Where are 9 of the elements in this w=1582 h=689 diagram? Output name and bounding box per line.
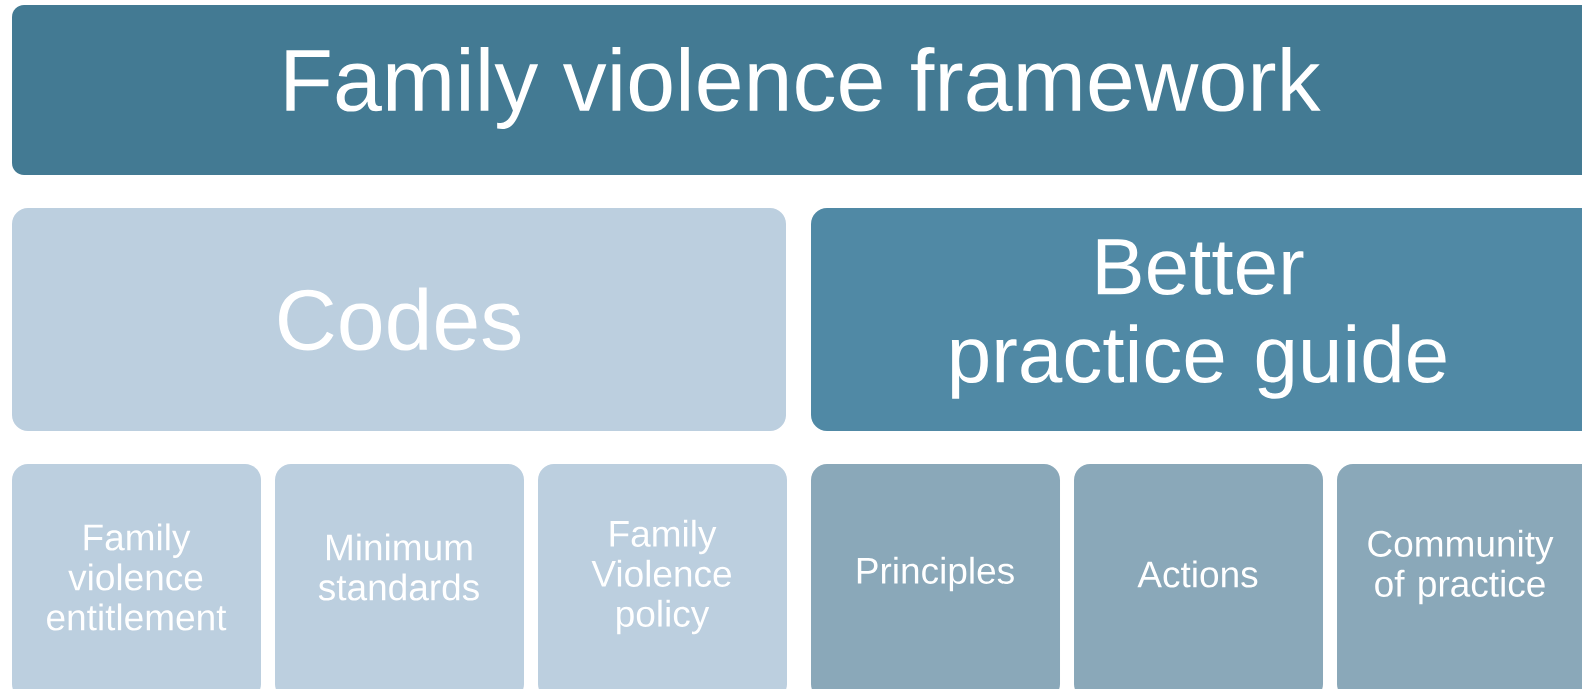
- heading-box: Better practice guide: [811, 208, 1582, 431]
- item-box: Family Violence policy: [538, 464, 787, 689]
- item-box: Minimum standards: [275, 464, 524, 689]
- item-box: Family violence entitlement: [12, 464, 261, 689]
- item-box: Principles: [811, 464, 1060, 689]
- heading-box: Codes: [12, 208, 786, 431]
- item-box: Actions: [1074, 464, 1323, 689]
- item-box: Community of practice: [1337, 464, 1582, 689]
- title-banner: Family violence framework: [12, 5, 1582, 175]
